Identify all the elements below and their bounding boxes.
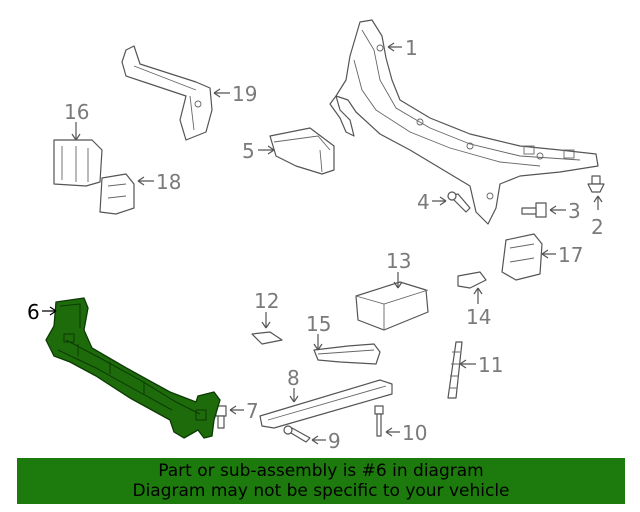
part-3-bolt[interactable] xyxy=(521,202,547,218)
callout-14[interactable]: 14 xyxy=(466,305,491,329)
callout-4[interactable]: 4 xyxy=(417,190,430,214)
leader-11 xyxy=(459,359,476,369)
parts-diagram: 1 2 3 4 5 16 18 xyxy=(27,19,605,453)
leader-14 xyxy=(473,287,483,304)
callout-12[interactable]: 12 xyxy=(254,289,279,313)
part-2-push-pin[interactable] xyxy=(587,175,605,193)
leader-2 xyxy=(593,195,603,210)
callout-11[interactable]: 11 xyxy=(478,353,503,377)
callout-18[interactable]: 18 xyxy=(156,170,181,194)
leader-1 xyxy=(387,42,402,52)
leader-5 xyxy=(258,145,275,155)
leader-10 xyxy=(385,427,400,437)
callout-16[interactable]: 16 xyxy=(64,100,89,124)
banner-line-1: Part or sub-assembly is #6 in diagram xyxy=(158,461,484,481)
leader-16 xyxy=(71,122,81,141)
part-9-bolt[interactable] xyxy=(283,425,311,443)
part-1-upper-tie-bar[interactable] xyxy=(329,19,599,225)
callout-9[interactable]: 9 xyxy=(328,429,341,453)
part-12-clip[interactable] xyxy=(251,331,283,345)
part-5-deflector[interactable] xyxy=(269,127,335,175)
part-4-bolt[interactable] xyxy=(447,191,471,213)
part-14-clip[interactable] xyxy=(457,271,487,289)
callout-5[interactable]: 5 xyxy=(242,139,255,163)
leader-6 xyxy=(42,306,57,316)
callout-8[interactable]: 8 xyxy=(287,366,300,390)
leader-9 xyxy=(311,435,326,445)
part-19-side-bracket[interactable] xyxy=(121,45,213,141)
callout-6[interactable]: 6 xyxy=(27,300,40,324)
part-15-seal[interactable] xyxy=(313,343,381,365)
leader-19 xyxy=(213,88,230,98)
part-17-bracket[interactable] xyxy=(501,233,543,281)
part-6-lower-tie-bar[interactable] xyxy=(45,297,221,439)
part-10-bolt[interactable] xyxy=(374,405,384,437)
leader-18 xyxy=(137,176,154,186)
callout-10[interactable]: 10 xyxy=(402,421,427,445)
part-11-strip[interactable] xyxy=(447,341,463,399)
callout-2[interactable]: 2 xyxy=(591,215,604,239)
callout-3[interactable]: 3 xyxy=(568,199,581,223)
info-banner: Part or sub-assembly is #6 in diagram Di… xyxy=(17,458,625,504)
callout-13[interactable]: 13 xyxy=(386,249,411,273)
callout-7[interactable]: 7 xyxy=(246,399,259,423)
part-13-box-bracket[interactable] xyxy=(355,281,429,331)
part-18-bracket[interactable] xyxy=(99,173,135,215)
part-16-bracket[interactable] xyxy=(53,139,103,187)
leader-15 xyxy=(313,334,323,351)
leader-13 xyxy=(393,272,403,289)
leader-17 xyxy=(541,249,556,259)
leader-12 xyxy=(261,312,271,329)
banner-line-2: Diagram may not be specific to your vehi… xyxy=(132,481,510,501)
leader-4 xyxy=(432,196,447,206)
leader-8 xyxy=(289,388,299,403)
leader-7 xyxy=(229,405,244,415)
callout-17[interactable]: 17 xyxy=(558,243,583,267)
callout-1[interactable]: 1 xyxy=(405,36,418,60)
callout-15[interactable]: 15 xyxy=(306,312,331,336)
part-8-lower-rail[interactable] xyxy=(259,379,393,429)
leader-3 xyxy=(549,205,566,215)
callout-19[interactable]: 19 xyxy=(232,82,257,106)
